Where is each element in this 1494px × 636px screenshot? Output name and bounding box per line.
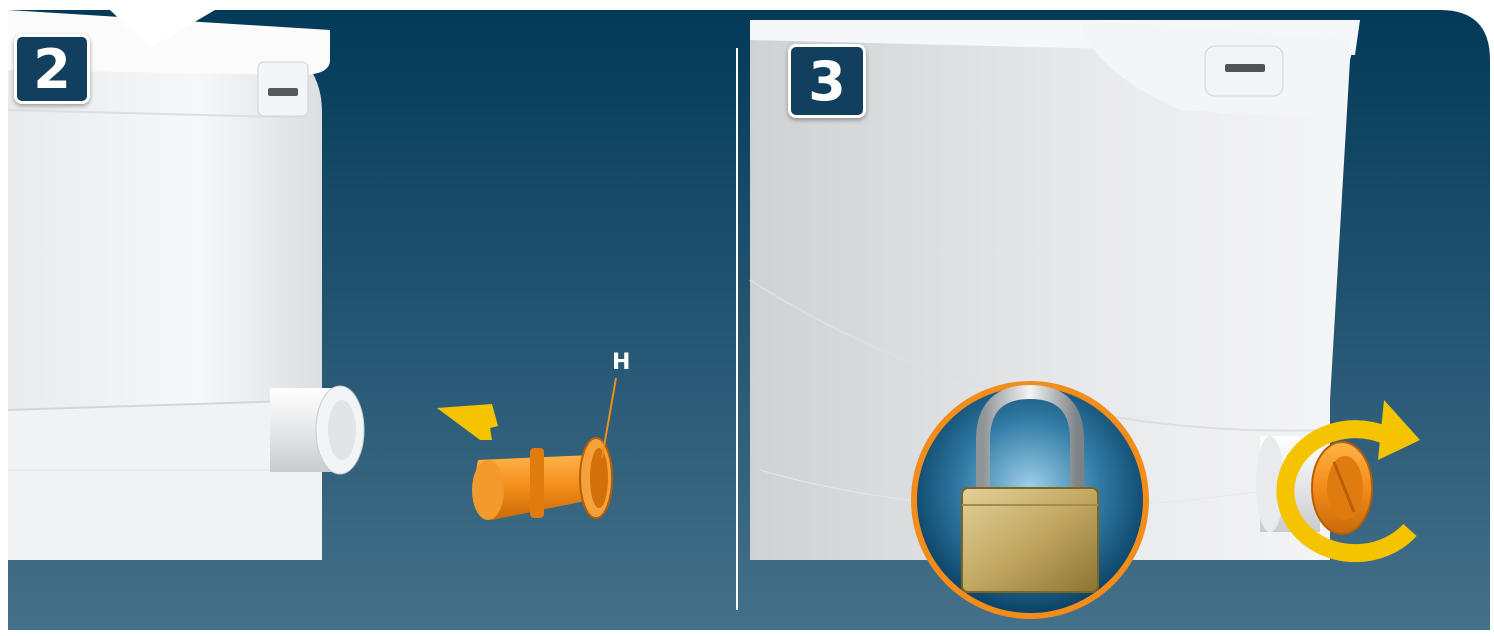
padlock-icon bbox=[914, 384, 1146, 616]
outlet-spigot-icon bbox=[270, 386, 364, 474]
step-badge-3: 3 bbox=[788, 44, 866, 118]
step-number-3: 3 bbox=[808, 50, 846, 113]
step-badge-2: 2 bbox=[14, 34, 90, 104]
part-label-h: H bbox=[612, 350, 630, 375]
step-number-2: 2 bbox=[33, 38, 71, 101]
